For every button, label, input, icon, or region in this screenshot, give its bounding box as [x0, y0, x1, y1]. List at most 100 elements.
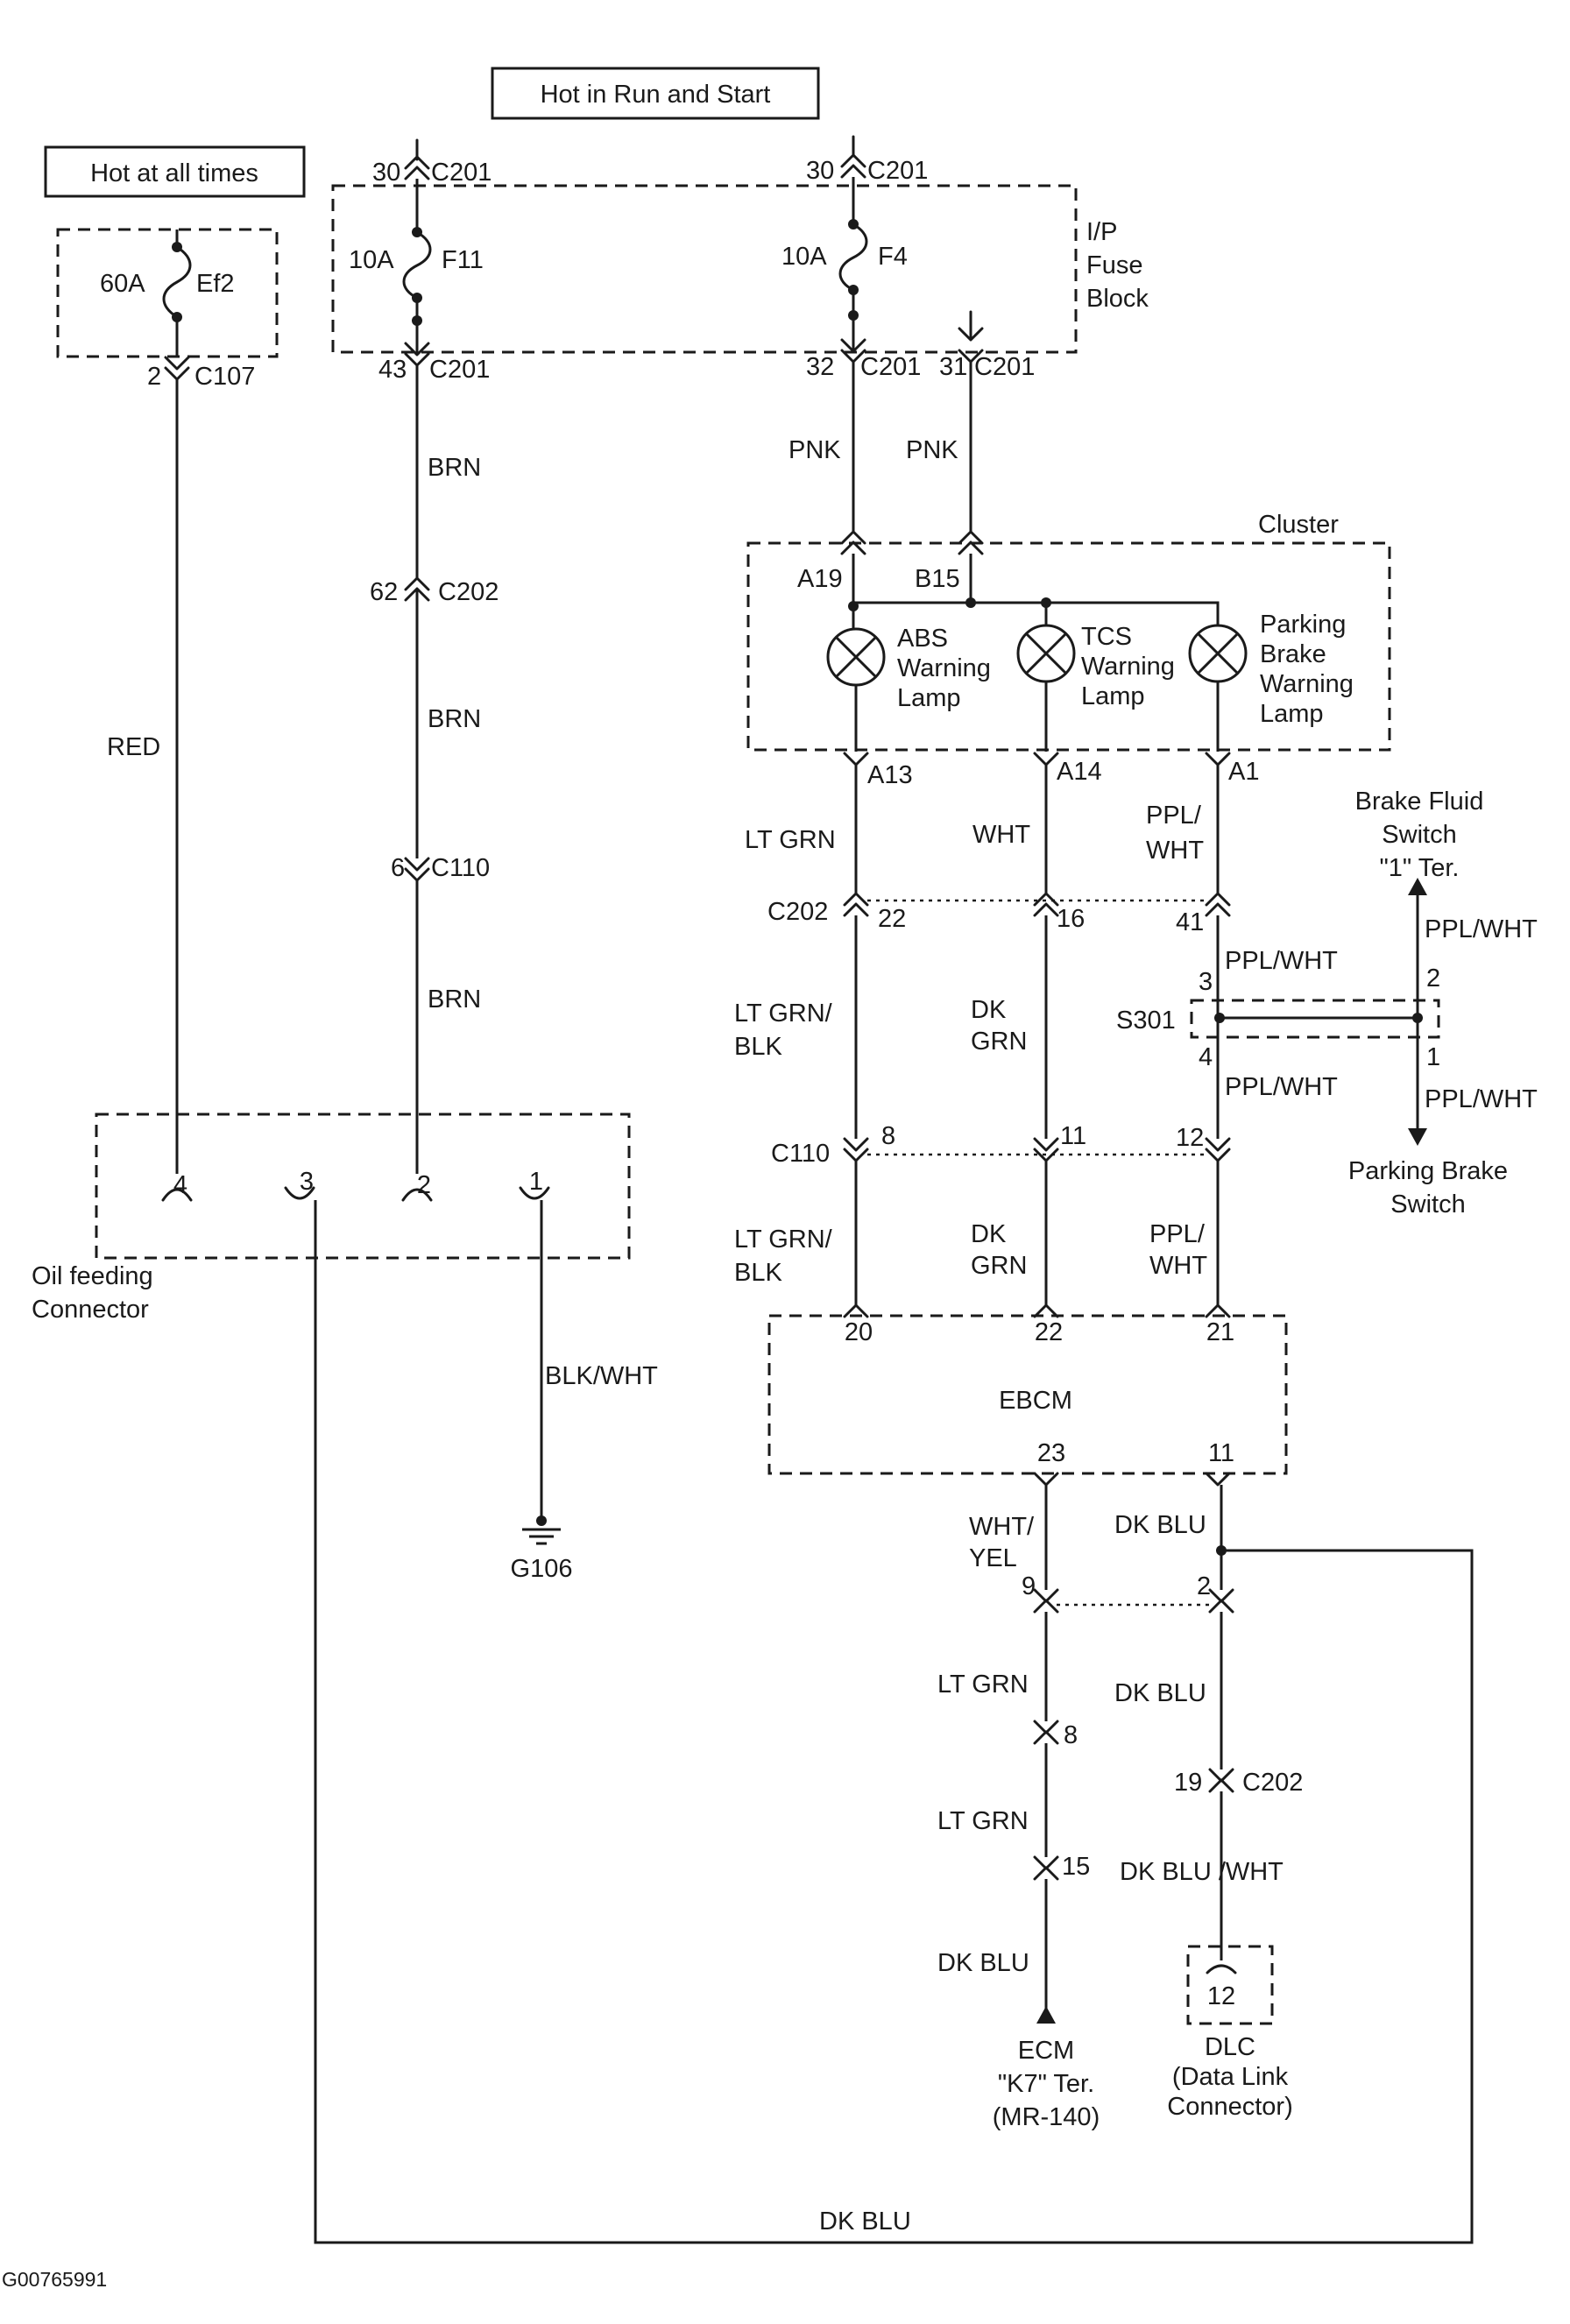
ppl-wht-wire-label-b: WHT — [1146, 837, 1204, 865]
ppl-wht-wire-label-a: PPL/ — [1146, 802, 1202, 830]
svg-text:"1" Ter.: "1" Ter. — [1380, 854, 1460, 882]
oil-pin-4-icon — [161, 1188, 193, 1202]
ground-icon — [522, 1528, 561, 1545]
oil-feeding-connector-enclosure — [95, 1113, 631, 1260]
s301-splice-enclosure — [1190, 999, 1440, 1039]
cluster-a1-mark — [1205, 752, 1231, 766]
svg-text:F11: F11 — [442, 246, 484, 274]
abs-lamp-label: ABS Warning Lamp — [897, 625, 991, 712]
cluster-label: Cluster — [1258, 511, 1339, 539]
ppl-wht-wire-5-label-b: WHT — [1149, 1252, 1207, 1280]
parking-brake-switch-label: Parking Brake Switch — [1348, 1157, 1508, 1219]
ef2-fuse-enclosure — [56, 228, 279, 358]
c107-connector-mark — [164, 356, 190, 381]
c202-pin-16: 16 — [1057, 905, 1085, 933]
ip-fuse-block-label: I/P Fuse Block — [1086, 218, 1149, 313]
conn-pin-2-mark — [1208, 1588, 1234, 1614]
svg-text:Ef2: Ef2 — [196, 270, 235, 298]
ebcm-pin-11: 11 — [1208, 1439, 1234, 1467]
s301-label: S301 — [1116, 1007, 1176, 1035]
svg-text:Connector): Connector) — [1167, 2093, 1292, 2121]
ppl-wht-wire-4-label: PPL/WHT — [1425, 1085, 1538, 1113]
svg-text:Lamp: Lamp — [897, 684, 961, 712]
ppl-wht-wire-5-label-a: PPL/ — [1149, 1220, 1206, 1248]
svg-text:Warning: Warning — [1260, 670, 1354, 698]
cluster-a14-pin: A14 — [1057, 758, 1102, 786]
c201-output-a-pin: 43 — [378, 356, 407, 384]
c202-right-label: C202 — [1242, 1769, 1303, 1797]
conn-pin-8-mark — [1033, 1720, 1059, 1745]
svg-text:Fuse: Fuse — [1086, 251, 1142, 279]
lt-grn-blk-wire-1-label-a: LT GRN/ — [734, 1000, 833, 1028]
svg-text:Connector: Connector — [32, 1296, 149, 1324]
svg-text:60A: 60A — [100, 270, 145, 298]
ebcm-pin-20: 20 — [845, 1318, 873, 1346]
dk-grn-wire-1-label-a: DK — [971, 996, 1007, 1024]
dk-blu-wht-label: DK BLU /WHT — [1120, 1858, 1284, 1886]
c110-left-pin: 6 — [391, 854, 405, 882]
svg-text:Warning: Warning — [897, 654, 991, 682]
cluster-a19-mark — [840, 530, 866, 555]
pnk-wire-1-label: PNK — [789, 436, 841, 464]
c201-input-a-label: C201 — [431, 159, 492, 187]
svg-text:10A: 10A — [349, 246, 394, 274]
blk-wht-label: BLK/WHT — [545, 1362, 658, 1390]
dlc-label: DLC (Data Link Connector) — [1167, 2033, 1292, 2121]
s301-pin-3: 3 — [1199, 968, 1213, 996]
c202-pin-22-mark — [843, 892, 869, 917]
c110-pin-12: 12 — [1176, 1124, 1204, 1152]
brake-fluid-arrow-icon — [1408, 878, 1427, 895]
svg-text:Brake Fluid: Brake Fluid — [1355, 788, 1484, 816]
c202-pin-22: 22 — [878, 905, 906, 933]
svg-text:"K7" Ter.: "K7" Ter. — [998, 2070, 1094, 2098]
brn-wire-1-label: BRN — [428, 454, 481, 482]
cluster-a19-pin: A19 — [797, 565, 843, 593]
svg-text:ABS: ABS — [897, 625, 948, 653]
oil-pin-3-icon — [284, 1186, 315, 1200]
tcs-lamp-label: TCS Warning Lamp — [1081, 623, 1175, 710]
svg-text:Parking: Parking — [1260, 611, 1346, 639]
c202-left-label: C202 — [438, 578, 499, 606]
wht-wire-label: WHT — [972, 821, 1030, 849]
c201-output-b-pin: 32 — [806, 353, 834, 381]
ebcm-enclosure — [767, 1314, 1288, 1475]
c110-left-label: C110 — [431, 854, 490, 882]
f11-fuse: 10A F11 — [349, 179, 484, 355]
ebcm-pin-20-mark — [843, 1303, 869, 1318]
lt-grn-wire-label: LT GRN — [745, 826, 836, 854]
c110-pin-12-mark — [1205, 1137, 1231, 1162]
svg-text:F4: F4 — [878, 243, 908, 271]
svg-text:Switch: Switch — [1390, 1190, 1465, 1219]
oil-pin-4: 4 — [173, 1171, 187, 1199]
conn-pin-9-mark — [1033, 1588, 1059, 1614]
ebcm-pin-22: 22 — [1035, 1318, 1063, 1346]
cluster-a13-mark — [843, 752, 869, 766]
parking-brake-arrow-icon — [1408, 1128, 1427, 1146]
s301-pin-4: 4 — [1199, 1043, 1213, 1071]
svg-text:I/P: I/P — [1086, 218, 1117, 246]
ecm-arrow-icon — [1036, 2006, 1056, 2024]
wht-yel-label-b: YEL — [969, 1544, 1017, 1572]
dk-grn-wire-2-label-b: GRN — [971, 1252, 1027, 1280]
s301-pin-2: 2 — [1426, 964, 1440, 992]
c110-pin-8-mark — [843, 1137, 869, 1162]
lt-grn-blk-wire-2-label-a: LT GRN/ — [734, 1226, 833, 1254]
c201-input-b-pin: 30 — [806, 157, 834, 185]
c110-left-mark — [404, 857, 430, 882]
dk-blu-bottom-label: DK BLU — [819, 2207, 911, 2236]
brn-wire-3-label: BRN — [428, 985, 481, 1014]
hot-at-all-times-box: Hot at all times — [44, 145, 306, 198]
s301-pin-1: 1 — [1426, 1043, 1440, 1071]
dlc-pin-12: 12 — [1207, 1982, 1235, 2010]
svg-text:ECM: ECM — [1018, 2037, 1074, 2065]
oil-pin-3: 3 — [300, 1168, 314, 1196]
c201-output-c-label: C201 — [974, 353, 1035, 381]
c110-pin-11: 11 — [1060, 1122, 1086, 1150]
tcs-warning-lamp-icon — [1016, 624, 1076, 683]
c110-pin-8: 8 — [881, 1122, 895, 1150]
ppl-wht-wire-1-label: PPL/WHT — [1225, 947, 1338, 975]
svg-text:Switch: Switch — [1382, 821, 1456, 849]
ebcm-label: EBCM — [999, 1387, 1072, 1415]
pnk-wire-2-label: PNK — [906, 436, 958, 464]
dk-blu-loop-wire — [314, 1200, 1474, 2244]
